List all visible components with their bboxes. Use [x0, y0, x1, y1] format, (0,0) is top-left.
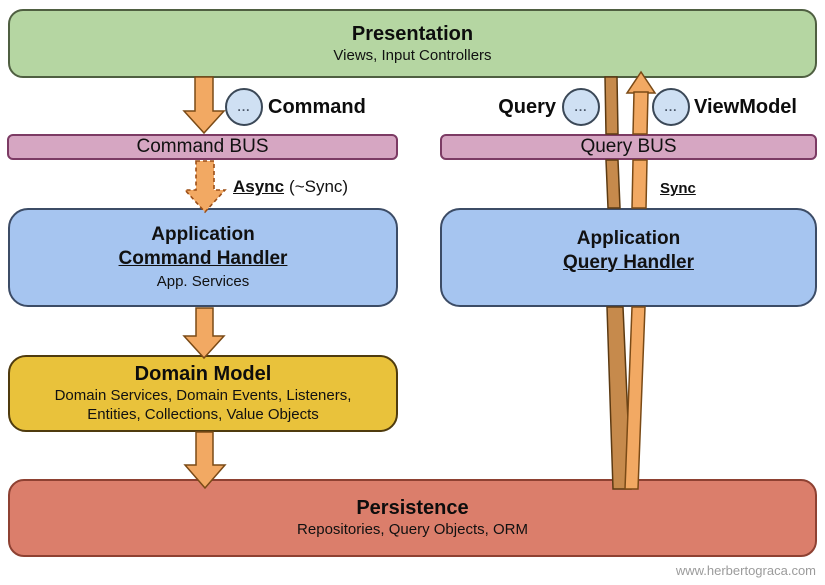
sync-annotation: Sync [660, 180, 696, 197]
domain-model-box: Domain Model Domain Services, Domain Eve… [8, 355, 398, 432]
query-handler-line2: Query Handler [563, 251, 694, 273]
command-message-label: Command [268, 96, 366, 118]
presentation-to-commandbus-arrow-icon [182, 76, 226, 135]
async-annotation-bold: Async [233, 177, 285, 196]
command-bus-box: Command BUS [7, 134, 398, 160]
persistence-layer-box: Persistence Repositories, Query Objects,… [8, 479, 817, 557]
viewmodel-message-icon: ... [652, 88, 690, 126]
command-handler-line1: Application [151, 224, 255, 246]
command-bus-label: Command BUS [136, 136, 269, 158]
query-bus-label: Query BUS [580, 136, 677, 158]
viewmodel-message-label: ViewModel [694, 96, 797, 118]
ellipsis-icon: ... [237, 100, 251, 114]
presentation-title: Presentation [351, 22, 474, 45]
watermark-url: www.herbertograca.com [675, 563, 816, 578]
handler-to-domain-arrow-icon [182, 307, 226, 360]
commandbus-to-handler-dashed-arrow-icon [183, 160, 227, 214]
presentation-subtitle: Views, Input Controllers [333, 46, 492, 64]
domain-model-subtitle-line2: Entities, Collections, Value Objects [87, 406, 319, 423]
persistence-title: Persistence [356, 497, 469, 520]
query-handler-box: Application Query Handler [440, 208, 817, 307]
query-message-label: Query [498, 96, 556, 118]
command-handler-line3: App. Services [156, 272, 250, 290]
query-message-icon: ... [562, 88, 600, 126]
domain-model-title: Domain Model [134, 363, 272, 386]
ellipsis-icon: ... [574, 100, 588, 114]
command-message-icon: ... [225, 88, 263, 126]
domain-model-subtitle-line1: Domain Services, Domain Events, Listener… [54, 387, 352, 405]
persistence-subtitle: Repositories, Query Objects, ORM [297, 521, 528, 539]
async-annotation: Async(~Sync) [233, 177, 348, 197]
query-bus-box: Query BUS [440, 134, 817, 160]
async-annotation-rest: (~Sync) [289, 177, 349, 196]
presentation-layer-box: Presentation Views, Input Controllers [8, 9, 817, 78]
query-handler-line1: Application [576, 227, 681, 249]
command-handler-box: Application Command Handler App. Service… [8, 208, 398, 307]
ellipsis-icon: ... [664, 100, 678, 114]
command-handler-line2: Command Handler [118, 248, 288, 270]
